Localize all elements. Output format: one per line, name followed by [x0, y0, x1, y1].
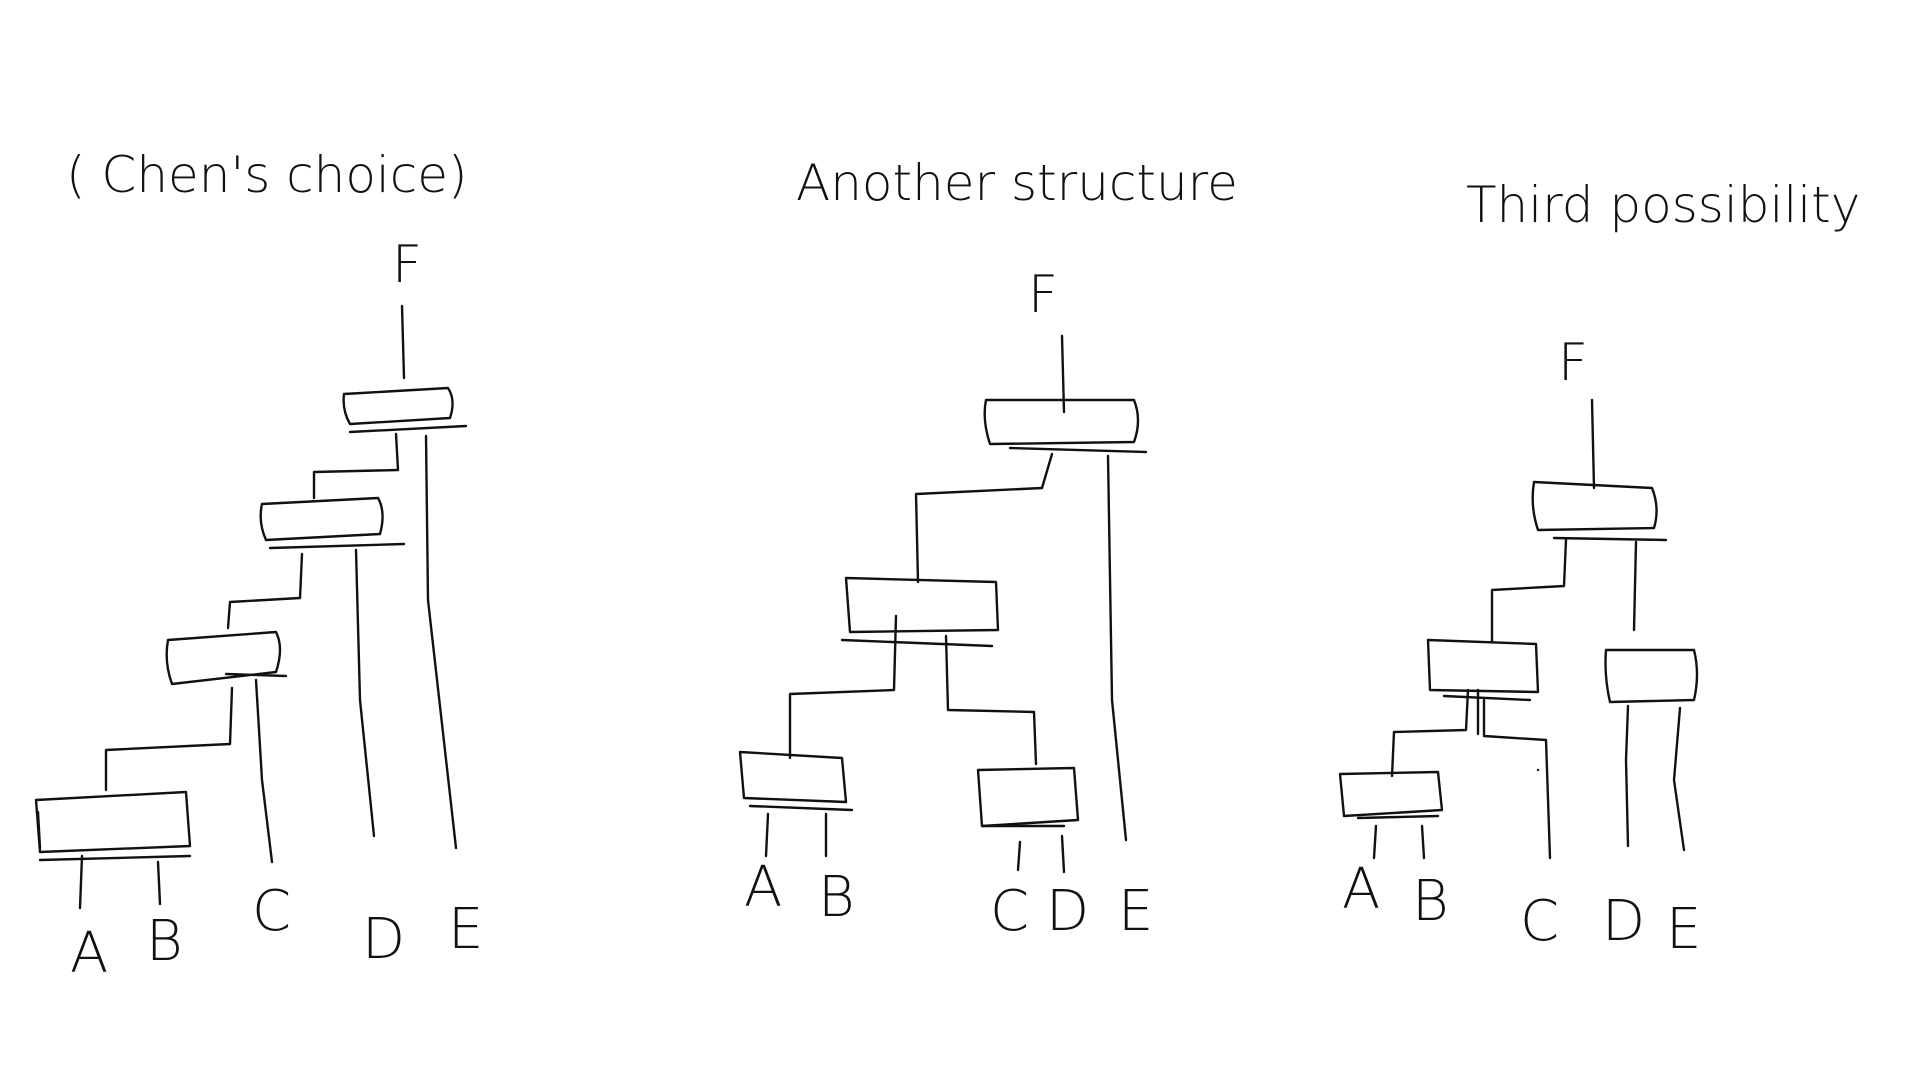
- node-box: [165, 630, 282, 686]
- leaf-label-d: D: [1046, 879, 1089, 944]
- root-label-f: F: [1558, 333, 1588, 393]
- node-box: [1338, 770, 1444, 818]
- node-box: [1604, 648, 1699, 704]
- diagram-another-structure: Another structure F: [738, 154, 1238, 944]
- leaf-label-b: B: [818, 865, 855, 930]
- root-stem: [400, 304, 406, 380]
- tree-lines: [738, 334, 1148, 874]
- tree-lines: [1338, 398, 1699, 860]
- diagram-title: ( Chen's choice): [66, 146, 468, 204]
- node-box: [983, 398, 1140, 446]
- root-label-f: F: [392, 235, 422, 295]
- node-box: [738, 750, 848, 804]
- node-box: [1531, 480, 1658, 532]
- root-stem: [1590, 398, 1596, 490]
- leaf-label-a: A: [744, 855, 782, 920]
- leaf-label-b: B: [1412, 869, 1449, 934]
- node-box: [34, 790, 192, 854]
- node-box: [259, 496, 384, 542]
- node-box: [844, 576, 1000, 634]
- root-label-f: F: [1028, 265, 1058, 325]
- diagram-title: Another structure: [796, 154, 1238, 212]
- leaf-label-e: E: [1666, 897, 1701, 962]
- leaf-label-a: A: [1342, 857, 1380, 922]
- node-box: [976, 766, 1080, 828]
- leaf-label-d: D: [362, 907, 405, 972]
- leaf-label-c: C: [990, 879, 1029, 944]
- leaf-label-e: E: [448, 897, 483, 962]
- leaf-label-d: D: [1602, 889, 1645, 954]
- leaf-label-a: A: [70, 921, 108, 986]
- node-box: [1426, 638, 1540, 694]
- leaf-label-e: E: [1118, 879, 1153, 944]
- node-box: [342, 386, 454, 426]
- leaf-label-c: C: [1520, 889, 1559, 954]
- diagram-third-possibility: Third possibility F: [1338, 176, 1860, 962]
- leaf-label-b: B: [146, 909, 183, 974]
- diagram-chens-choice: ( Chen's choice) F: [34, 146, 483, 986]
- leaf-label-c: C: [252, 879, 291, 944]
- tree-lines: [34, 304, 468, 910]
- diagram-title: Third possibility: [1466, 176, 1860, 234]
